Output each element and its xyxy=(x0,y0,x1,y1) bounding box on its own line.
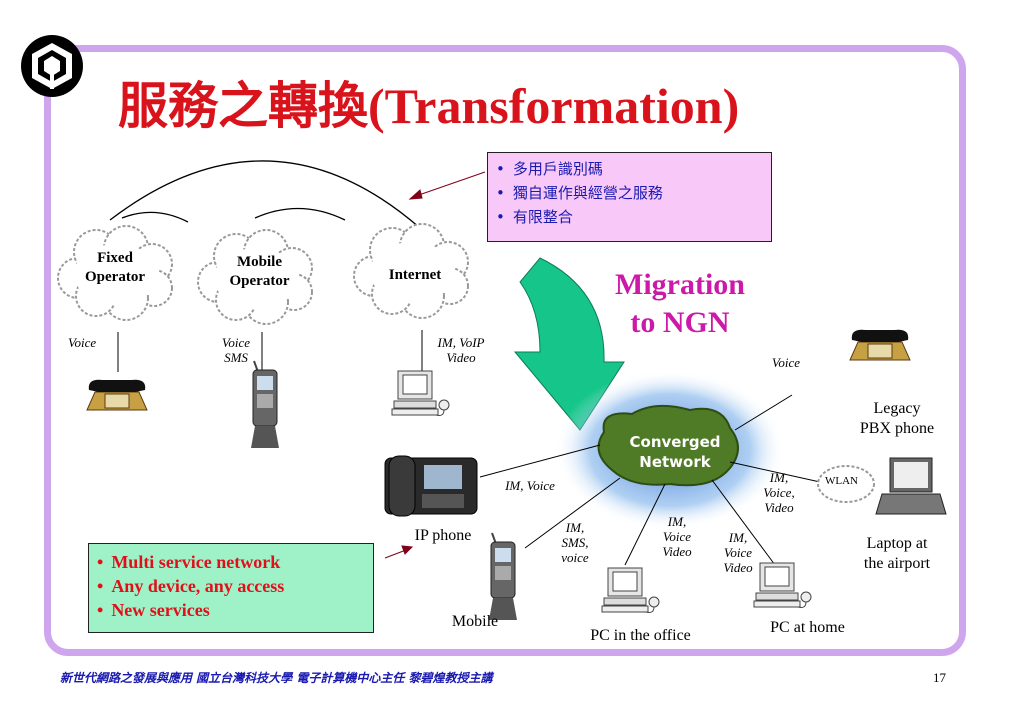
feature-item: Multi service network xyxy=(97,550,365,574)
device-laptop-label: Laptop at the airport xyxy=(842,534,952,574)
desktop-pc-icon xyxy=(392,371,449,415)
link-label-ipphone: IM, Voice xyxy=(498,478,562,493)
link-label-home: IM, Voice Video xyxy=(716,530,760,575)
link-label-mobile: Voice SMS xyxy=(212,335,260,365)
link-label-fixed: Voice xyxy=(68,335,116,350)
desktop-pc-icon xyxy=(602,568,659,612)
device-ipphone-label: IP phone xyxy=(398,526,488,546)
link-label-pbx: Voice xyxy=(766,355,806,370)
mobile-phone-icon xyxy=(251,361,279,448)
link-label-laptop: IM, Voice, Video xyxy=(756,470,802,515)
feature-item: New services xyxy=(97,598,365,622)
device-home-label: PC at home xyxy=(755,618,860,638)
desk-phone-icon xyxy=(850,330,910,360)
device-office-label: PC in the office xyxy=(578,626,703,646)
laptop-icon xyxy=(876,458,946,514)
footer-text: 新世代網路之發展與應用 國立台灣科技大學 電子計算機中心主任 黎碧煌教授主講 xyxy=(60,669,493,686)
characteristic-item: 獨自運作與經營之服務 xyxy=(496,181,763,205)
wlan-label: WLAN xyxy=(825,475,858,487)
ngn-features-box: Multi service network Any device, any ac… xyxy=(88,543,374,633)
link-label-internet: IM, VoIP Video xyxy=(426,335,496,365)
link-arrow-pink xyxy=(385,546,412,558)
cloud-mobile-label: Mobile Operator xyxy=(212,253,307,291)
ip-phone-icon xyxy=(385,456,477,516)
link-arrow-pink xyxy=(410,172,485,199)
feature-item: Any device, any access xyxy=(97,574,365,598)
desktop-pc-icon xyxy=(754,563,811,607)
cloud-arcs xyxy=(110,161,420,228)
converged-network-label: Converged Network xyxy=(620,432,730,472)
migration-label: Migration to NGN xyxy=(590,266,770,342)
page-number: 17 xyxy=(933,670,946,686)
link-label-mobile-new: IM, SMS, voice xyxy=(552,520,598,565)
cloud-fixed-label: Fixed Operator xyxy=(70,249,160,287)
device-mobile-label: Mobile xyxy=(440,612,510,632)
cloud-internet-label: Internet xyxy=(375,266,455,285)
link-label-office: IM, Voice Video xyxy=(655,514,699,559)
desk-phone-icon xyxy=(87,380,147,410)
characteristics-box: 多用戶識別碼 獨自運作與經營之服務 有限整合 xyxy=(487,152,772,242)
characteristic-item: 多用戶識別碼 xyxy=(496,157,763,181)
mobile-phone-icon xyxy=(489,533,517,620)
characteristic-item: 有限整合 xyxy=(496,205,763,229)
device-pbx-label: Legacy PBX phone xyxy=(842,399,952,439)
